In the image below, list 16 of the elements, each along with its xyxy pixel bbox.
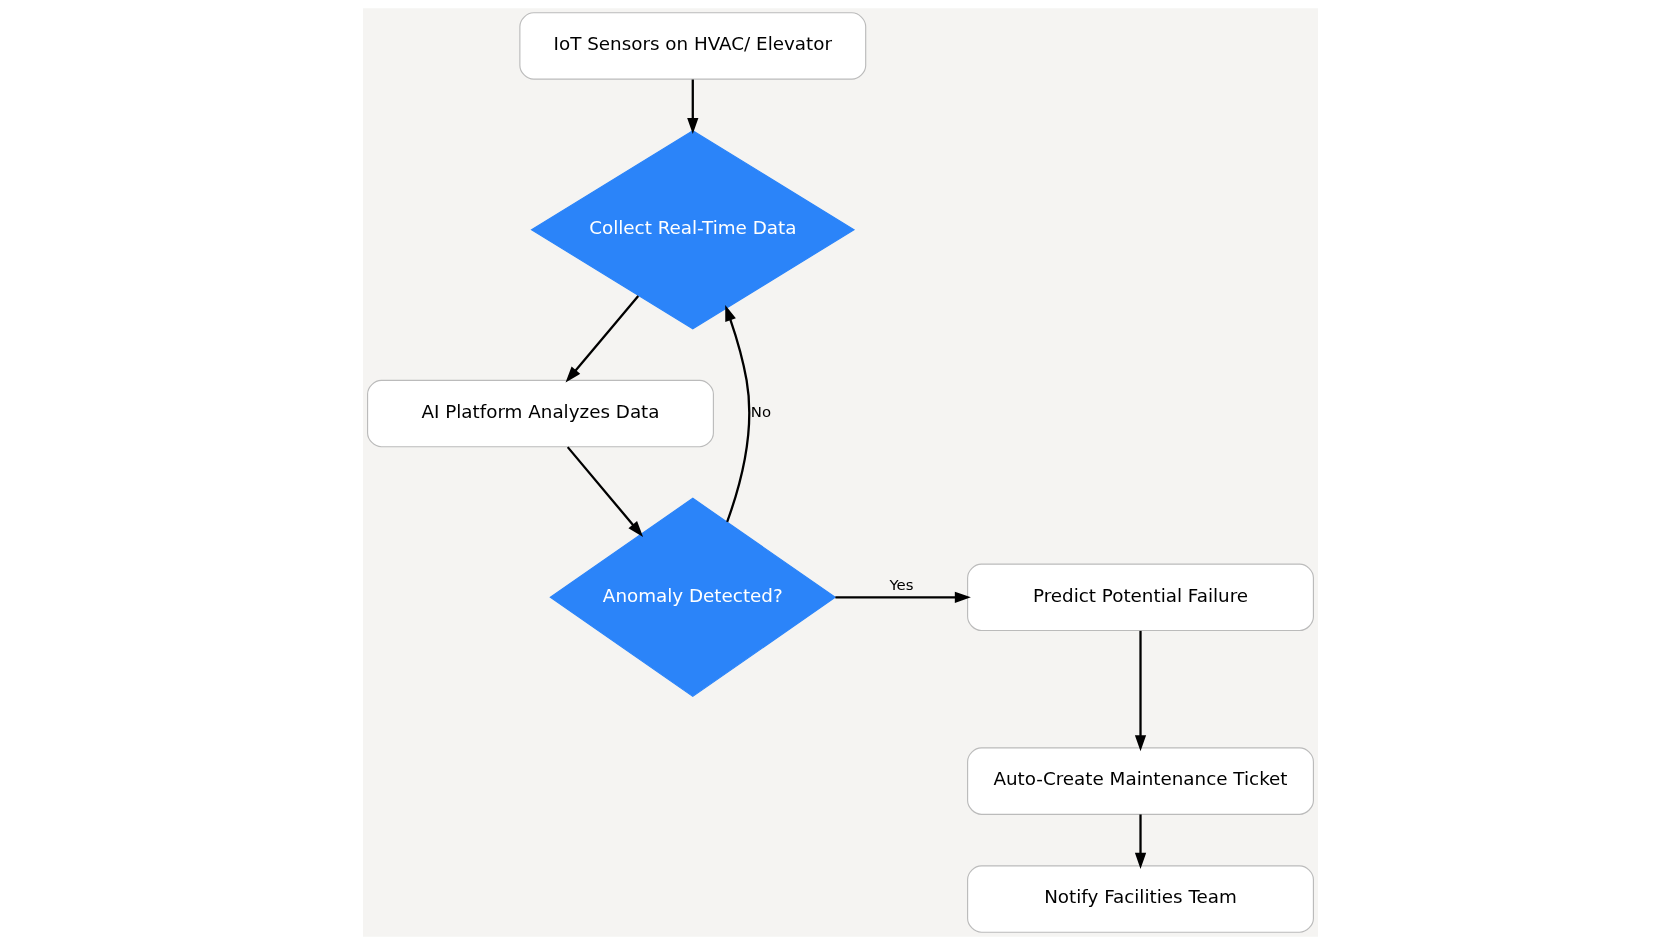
node-box: Auto-Create Maintenance Ticket xyxy=(966,747,1314,815)
arrow xyxy=(566,446,643,537)
node-diamond: Collect Real-Time Data xyxy=(529,130,855,330)
arrow xyxy=(565,295,639,383)
node-diamond: Anomaly Detected? xyxy=(548,497,836,698)
edge-label: Yes xyxy=(888,575,913,594)
arrow xyxy=(724,304,750,523)
arrow xyxy=(1134,814,1146,869)
node-box: Predict Potential Failure xyxy=(966,563,1314,632)
node-box: IoT Sensors on HVAC/ Elevator xyxy=(518,12,866,80)
node-box: Notify Facilities Team xyxy=(966,865,1314,933)
arrow xyxy=(1134,630,1146,752)
arrow xyxy=(834,591,971,603)
node-box: AI Platform Analyzes Data xyxy=(366,379,714,448)
arrow xyxy=(686,79,698,135)
edge-label: No xyxy=(750,403,771,422)
